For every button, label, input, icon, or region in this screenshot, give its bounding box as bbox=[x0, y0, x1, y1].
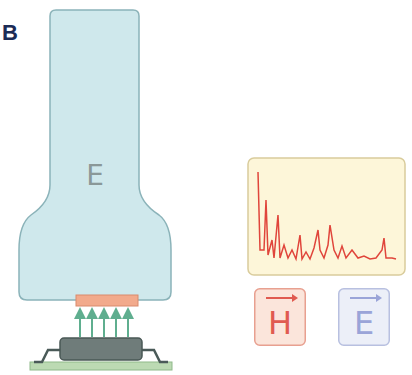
field-arrows bbox=[80, 313, 128, 337]
panel-letter: B bbox=[2, 20, 18, 46]
spectrum-panel bbox=[248, 158, 405, 275]
chip-lead bbox=[34, 350, 62, 362]
node-outline bbox=[15, 10, 175, 306]
chip-body bbox=[60, 338, 142, 360]
pcb bbox=[30, 362, 172, 370]
spectrum-trace bbox=[258, 172, 396, 259]
e-field-probe: E bbox=[15, 10, 175, 306]
chip-lead bbox=[140, 350, 168, 362]
field-letter: E bbox=[15, 10, 175, 190]
e-field-icon: E bbox=[334, 288, 394, 346]
field-letter: E bbox=[334, 288, 394, 339]
field-letter: H bbox=[250, 288, 310, 339]
h-field-icon: H bbox=[250, 288, 310, 346]
